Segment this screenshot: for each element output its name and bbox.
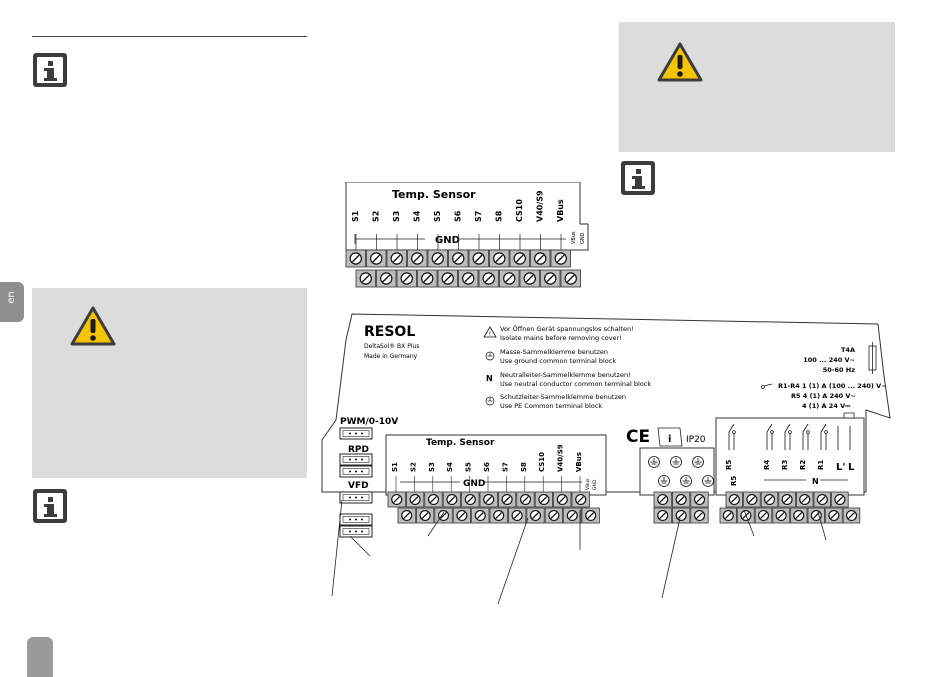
sensor-terminal-label: S1 [351,210,360,222]
sensor-terminal-label: S5 [433,210,442,222]
sensor-terminal-label: S8 [495,210,504,222]
manual-icon [657,427,683,447]
warning-panel-right [619,22,895,152]
sensor-terminal-label: S3 [428,462,436,472]
vfd-label: VFD [348,481,369,491]
info-icon [33,489,67,523]
language-tab-label: en [5,291,17,304]
relay-terminal-label: R4 [763,460,771,470]
warning-icon [70,306,116,346]
sensor-terminal-label: V40/S9 [557,444,565,472]
warning-de-1: Masse-Sammelklemme benutzen [500,348,608,356]
info-icon [33,53,67,87]
pwm-label: PWM/0-10V [340,417,398,427]
warning-en-0: Isolate mains before removing cover! [500,334,622,342]
sensor-terminal-label: S8 [520,462,528,472]
sensor-terminal-label: S5 [465,462,473,472]
gnd-label-2: GND [463,479,485,489]
relay-terminal-label: R2 [799,460,807,470]
frequency-rating: 50-60 Hz [823,366,855,374]
ce-mark: CE [626,427,650,447]
safety-notes: ! Vor Öffnen Gerät spannungslos schalten… [483,324,651,410]
sensor-terminal-label: CS10 [538,452,546,472]
relay-terminal-label: L' [836,462,845,473]
relay-terminal-label: R1 [817,460,825,470]
svg-text:!: ! [489,331,491,338]
callout-lines [331,499,827,605]
voltage-rating: 100 ... 240 V~ [803,356,855,364]
relay-ratings: R1-R4 1 (1) A (100 ... 240) V~ R5 4 (1) … [761,382,887,410]
gnd-small-label: GND [580,232,586,244]
relay-rating-0: R1-R4 1 (1) A (100 ... 240) V~ [778,382,887,390]
sensor-terminal-label: CS10 [515,199,524,222]
made-in: Made in Germany [364,353,418,360]
brand-logo: RESOL [364,324,415,340]
warning-symbol-2: N [486,374,493,383]
warning-en-3: Use PE Common terminal block [500,402,602,410]
sensor-terminal-label: S3 [392,211,401,222]
sensor-terminal-label: S4 [413,210,422,222]
r5-lower-label: R5 [730,476,738,486]
warning-de-0: Vor Öffnen Gerät spannungslos schalten! [500,324,634,333]
rpd-label: RPD [348,445,369,455]
vbus-small-label: VBus [571,231,577,244]
sensor-terminal-label: V40/S9 [536,190,545,222]
warning-panel-left [32,288,307,478]
sensor-terminal-label: S2 [372,211,381,222]
controller-diagram: RESOL DeltaSol® BX Plus Made in Germany … [321,313,891,605]
relay-rating-2: 4 (1) A 24 V⎓ [802,402,851,410]
sensor-block-header: Temp. Sensor [392,188,476,201]
relay-terminal-label: R5 [725,460,733,470]
ground-terminal-block [639,447,715,496]
fuse-rating: T4A [841,346,855,354]
model-name: DeltaSol® BX Plus [364,343,419,350]
relay-terminal-label: L [848,462,855,473]
svg-text:i: i [668,434,671,445]
info-icon [621,161,655,195]
sensor-header: Temp. Sensor [426,438,495,448]
page-number-tab [27,637,53,677]
vbus-small-label-2: VBus [585,478,591,490]
sensor-terminal-label: S6 [454,210,463,222]
relay-terminal-block [715,417,865,496]
section-rule [32,36,307,37]
sensor-terminal-label: VBus [556,199,565,222]
sensor-terminal-label: S6 [483,462,491,472]
warning-en-2: Use neutral conductor common terminal bl… [500,380,651,388]
gnd-label: GND [435,235,460,246]
ip-rating: IP20 [686,435,706,445]
warning-en-1: Use ground common terminal block [500,357,616,365]
warning-de-3: Schutzleiter-Sammelklemme benutzen [500,393,626,401]
sensor-terminal-label: S4 [446,462,454,472]
neutral-label: N [812,477,819,486]
relay-terminal-label: R3 [781,460,789,470]
sensor-terminal-label: S1 [391,462,399,472]
language-tab[interactable]: en [0,282,24,322]
gnd-small-label-2: GND [592,479,598,490]
relay-rating-1: R5 4 (1) A 240 V~ [791,392,856,400]
sensor-terminal-label: S7 [474,211,483,222]
sensor-terminal-label: S2 [409,462,417,472]
warning-de-2: Neutralleiter-Sammelklemme benutzen! [500,371,631,379]
warning-icon [657,42,703,82]
sensor-terminal-label: VBus [575,452,583,472]
sensor-terminal-label: S7 [501,462,509,472]
